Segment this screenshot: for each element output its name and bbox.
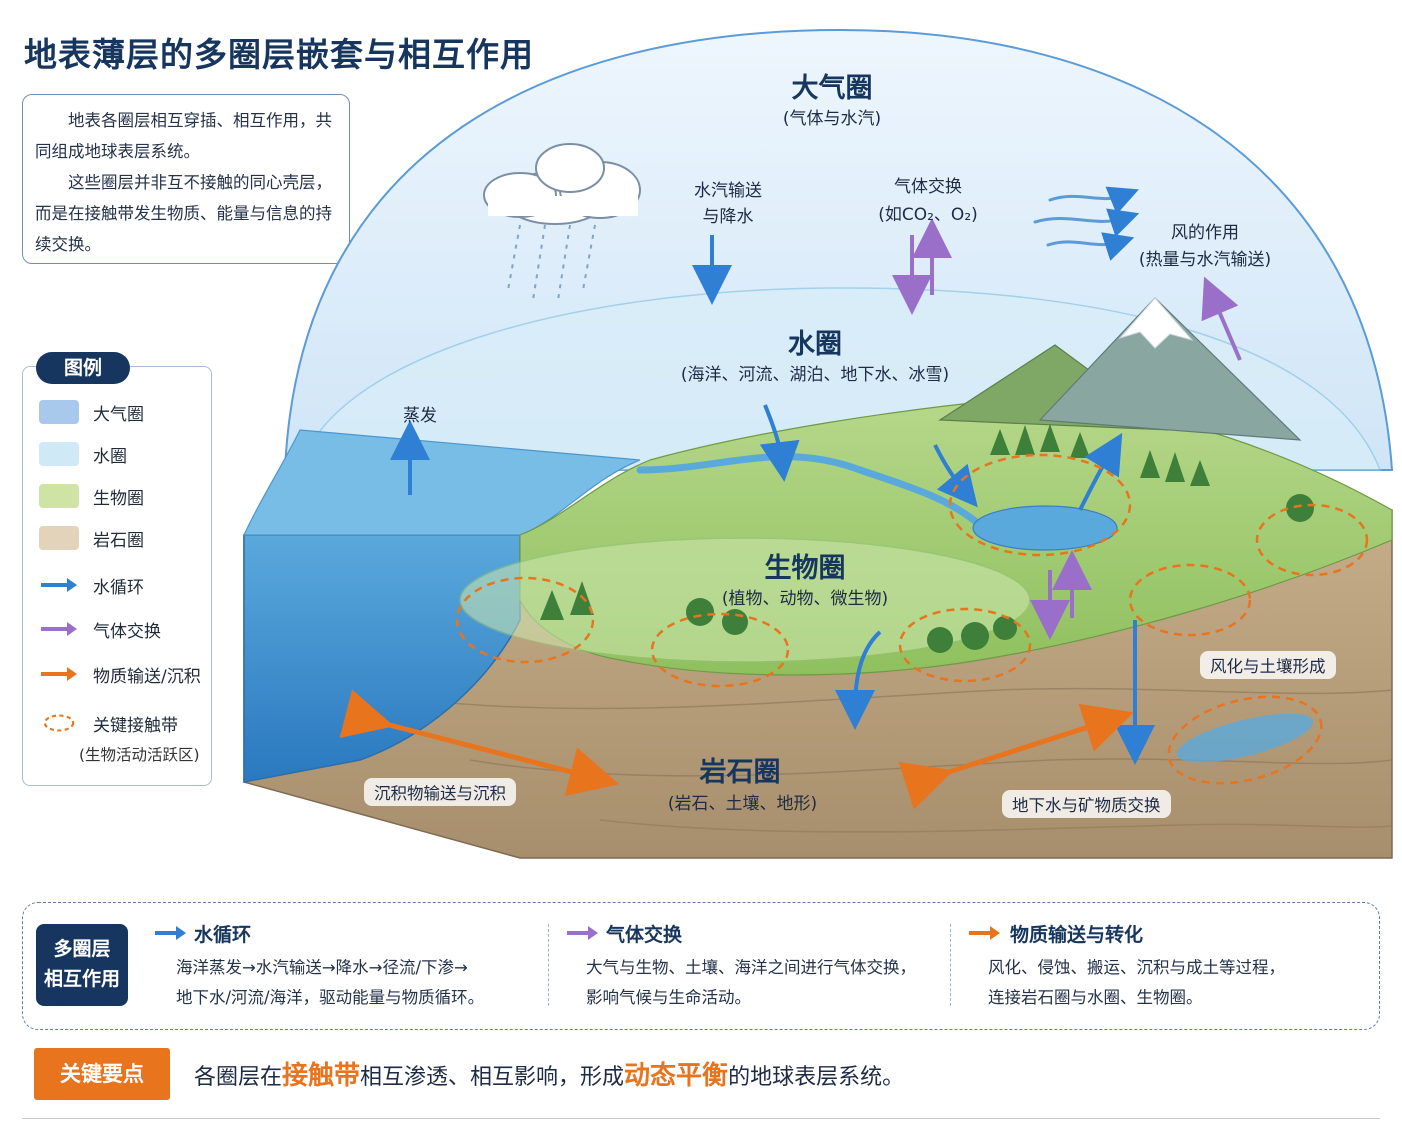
legend-contact-sublabel: (生物活动活跃区) [79, 746, 200, 764]
legend-item-lithosphere: 岩石圈 [39, 523, 144, 553]
lithosphere-swatch [39, 526, 79, 550]
rain-icon [507, 224, 596, 301]
groundwater-lens [1176, 713, 1314, 763]
orange-arrow-icon [969, 926, 1000, 940]
column-divider [950, 924, 951, 1006]
infiltration-arrow [835, 630, 882, 730]
legend-item-biosphere: 生物圈 [39, 481, 144, 511]
material-transport-text-2: 连接岩石圈与水圈、生物圈。 [988, 988, 1203, 1007]
legend-item-material-transport: 物质输送/沉积 [39, 659, 201, 689]
badge-line-1: 多圈层 [53, 938, 111, 960]
lithosphere-label: 岩石圈 [699, 757, 781, 788]
legend-item-gas-exchange: 气体交换 [39, 614, 161, 644]
gas-exchange-text-1: 大气与生物、土壤、海洋之间进行气体交换， [586, 958, 916, 977]
multi-interaction-badge: 多圈层 相互作用 [36, 924, 128, 1006]
ocean-surface [243, 429, 641, 536]
blue-arrow-icon [155, 926, 186, 940]
lithosphere-sublabel: (岩石、土壤、地形) [667, 794, 818, 814]
key-highlight-contact-zone: 接触带 [282, 1061, 361, 1091]
lake-evaporation-arrow [1078, 432, 1123, 511]
earth-system-diagram [243, 28, 1394, 859]
sediment-label: 沉积物输送与沉积 [364, 778, 516, 806]
key-text-part: 的地球表层系统。 [728, 1065, 905, 1090]
hydrosphere-sublabel: (海洋、河流、湖泊、地下水、冰雪) [680, 365, 950, 385]
contact-zones [455, 453, 1369, 785]
sediment-transport-arrow [339, 689, 620, 796]
legend-label: 生物圈 [93, 488, 144, 509]
orange-arrow-icon [41, 667, 77, 681]
hydrosphere-swatch [39, 442, 79, 466]
legend-label: 气体交换 [93, 621, 161, 642]
legend-title: 图例 [36, 352, 130, 384]
intro-paragraph-2: 这些圈层并非互不接触的同心壳层，而是在接触带发生物质、能量与信息的持续交换。 [35, 173, 332, 254]
gas-exchange-heading: 气体交换 [606, 924, 683, 946]
evaporation-label: 蒸发 [403, 406, 437, 426]
purple-arrow-icon [41, 622, 77, 636]
intro-box: 地表各圈层相互穿插、相互作用，共同组成地球表层系统。 这些圈层并非互不接触的同心… [22, 94, 350, 264]
legend-item-water-cycle: 水循环 [39, 570, 144, 600]
biosphere-label: 生物圈 [764, 553, 846, 584]
mountain-snowcap [1118, 297, 1194, 349]
legend-label: 岩石圈 [93, 530, 144, 551]
weathering-label: 风化与土壤形成 [1200, 651, 1336, 679]
legend-box: 大气圈 水圈 生物圈 岩石圈 水循环 气体交换 物质输送/沉积 关键接触带 (生… [22, 366, 212, 786]
atmosphere-label: 大气圈 [791, 73, 873, 104]
lake [972, 505, 1118, 551]
vapor-label-1: 水汽输送 [694, 181, 762, 201]
gas-label-1: 气体交换 [894, 177, 962, 197]
page-title: 地表薄层的多圈层嵌套与相互作用 [24, 35, 534, 74]
mountain-right [1038, 297, 1302, 441]
legend-label: 水循环 [93, 577, 144, 598]
legend-item-contact-zone: 关键接触带 [39, 708, 178, 738]
hydrosphere-label: 水圈 [788, 329, 842, 360]
cloud-icon [483, 143, 641, 225]
water-cycle-text-1: 海洋蒸发→水汽输送→降水→径流/下渗→ [176, 958, 468, 977]
legend-item-hydrosphere: 水圈 [39, 439, 127, 469]
key-points-text: 各圈层在接触带相互渗透、相互影响，形成动态平衡的地球表层系统。 [194, 1055, 904, 1092]
intro-paragraph-1: 地表各圈层相互穿插、相互作用，共同组成地球表层系统。 [35, 111, 332, 161]
wind-icon [1033, 186, 1140, 261]
legend-label: 大气圈 [93, 404, 144, 425]
blue-arrow-icon [41, 578, 77, 592]
dashed-ellipse-icon [43, 714, 75, 732]
runoff-arrow [759, 404, 800, 482]
key-text-part: 各圈层在 [194, 1065, 283, 1090]
material-transport-text-1: 风化、侵蚀、搬运、沉积与成土等过程， [988, 958, 1285, 977]
badge-line-2: 相互作用 [43, 968, 120, 990]
legend-item-atmosphere: 大气圈 [39, 397, 144, 427]
key-points-badge: 关键要点 [34, 1048, 170, 1100]
groundwater-label: 地下水与矿物质交换 [1002, 790, 1171, 818]
forest [540, 424, 1314, 653]
mountain-runoff-arrow [933, 444, 978, 508]
key-text-part: 相互渗透、相互影响，形成 [360, 1065, 625, 1090]
water-cycle-heading: 水循环 [194, 924, 252, 946]
gas-exchange-text-2: 影响气候与生命活动。 [586, 988, 751, 1007]
mineral-exchange-arrow [898, 703, 1134, 810]
vapor-label-2: 与降水 [702, 207, 754, 227]
column-divider [548, 924, 549, 1006]
material-transport-heading: 物质输送与转化 [1010, 924, 1144, 946]
gas-label-2: (如CO₂、O₂) [878, 205, 978, 225]
water-cycle-text-2: 地下水/河流/海洋，驱动能量与物质循环。 [176, 988, 485, 1007]
biosphere-swatch [39, 484, 79, 508]
legend-label: 水圈 [93, 446, 127, 467]
biosphere-sublabel: (植物、动物、微生物) [721, 589, 889, 609]
rock-strata [599, 819, 1393, 833]
legend-label: 物质输送/沉积 [93, 666, 201, 687]
purple-arrow-icon [567, 926, 598, 940]
wind-gas-arrow [1201, 276, 1242, 361]
key-highlight-dynamic-balance: 动态平衡 [624, 1061, 729, 1091]
wind-label-1: 风的作用 [1171, 223, 1239, 243]
atmosphere-swatch [39, 400, 79, 424]
wind-label-2: (热量与水汽输送) [1138, 250, 1272, 270]
atmosphere-sublabel: (气体与水汽) [782, 109, 882, 129]
interaction-summary-box [22, 902, 1380, 1030]
bottom-rule [22, 1118, 1380, 1119]
legend-label: 关键接触带 [93, 715, 178, 736]
